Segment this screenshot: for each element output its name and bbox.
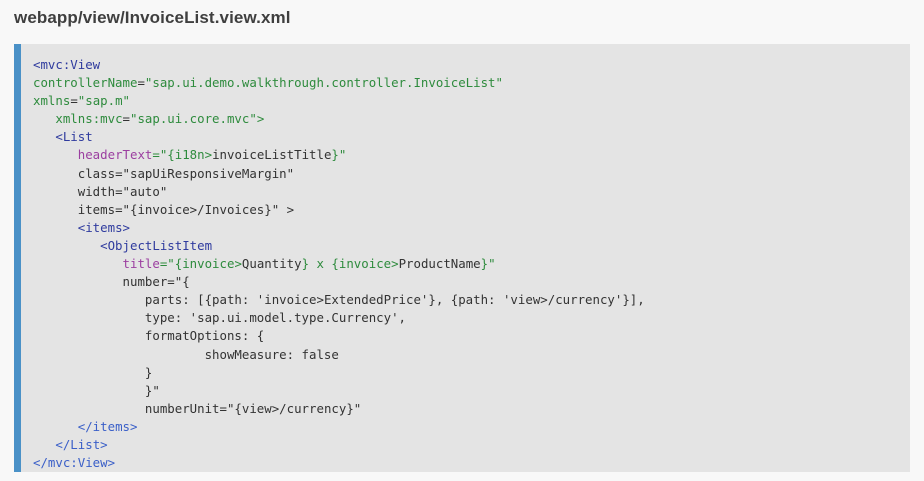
code-token-header-text-name: invoiceListTitle [212,147,332,163]
code-token-tag-open-root: <mvc:View [33,57,101,72]
code-token-value-xmlns-mvc: "sap.ui.core.mvc"> [130,111,265,127]
code-token-attr-items: items="{invoice>/Invoices}" > [77,201,295,217]
code-token-attr-header-text: headerText [77,147,153,163]
code-token-header-text-open: ="{i18n> [152,147,213,163]
code-token-value-controller-name: "sap.ui.demo.walkthrough.controller.Invo… [144,75,503,91]
code-token-title-t2: ProductName [398,256,481,272]
code-token-line-brace-close: } [144,364,153,380]
code-token-tag-list: <List [55,129,93,145]
code-token-title-b2: } x {invoice> [301,256,399,272]
code-token-line-format-options: formatOptions: { [144,328,265,344]
code-token-equals-2: = [70,93,78,109]
code-token-value-xmlns: "sap.m" [77,93,130,109]
code-token-title-t1: Quantity [241,256,302,272]
code-token-line-brace-quote: }" [144,382,160,398]
code-token-attr-number: number="{ [122,274,190,290]
code-token-equals-1: = [137,75,145,91]
page-title: webapp/view/InvoiceList.view.xml [14,8,291,27]
code-block: <mvc:View controllerName="sap.ui.demo.wa… [14,44,910,472]
code-token-title-b1: ="{invoice> [159,256,242,272]
code-token-title-b3: }" [480,256,496,272]
code-token-tag-items-close: </items> [77,418,138,434]
code-token-line-show-measure: showMeasure: false [204,346,339,362]
code-block-inner: <mvc:View controllerName="sap.ui.demo.wa… [21,44,910,472]
code-token-attr-class: class="sapUiResponsiveMargin" [77,165,295,181]
code-token-attr-width: width="auto" [77,183,168,199]
code-token-tag-root-close: </mvc:View> [33,455,116,471]
code-token-tag-items-open: <items> [77,219,130,235]
code-token-line-parts: parts: [{path: 'invoice>ExtendedPrice'},… [144,292,645,308]
code-token-header-text-close: }" [331,147,347,163]
code-token-tag-object-list-item: <ObjectListItem [100,237,213,253]
xml-source-code: <mvc:View controllerName="sap.ui.demo.wa… [33,56,910,472]
code-token-attr-number-unit: numberUnit="{view>/currency}" [144,400,362,416]
code-token-line-type: type: 'sap.ui.model.type.Currency', [144,310,406,326]
code-token-attr-controller-name: controllerName [33,75,138,91]
code-token-attr-xmlns-mvc: xmlns:mvc [55,111,123,127]
code-token-attr-xmlns: xmlns [33,93,71,109]
code-token-equals-3: = [122,111,130,127]
code-token-tag-list-close: </List> [55,436,108,452]
code-token-attr-title: title [122,256,160,272]
